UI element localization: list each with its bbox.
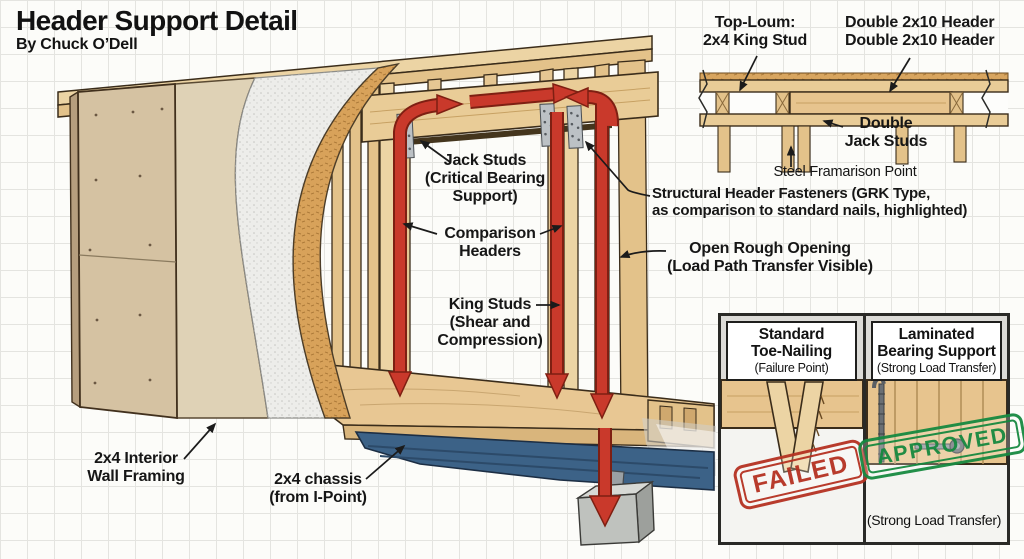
label-comparison-headers: Comparison Headers xyxy=(444,225,536,260)
strong-load-transfer-caption: (Strong Load Transfer) xyxy=(866,512,1002,528)
label-structural-fasteners: Structural Header Fasteners (GRK Type, a… xyxy=(652,185,968,219)
label-open-rough-opening: Open Rough Opening (Load Path Transfer V… xyxy=(667,240,873,275)
leader-lines xyxy=(183,55,911,480)
comparison-panel: Standard Toe-Nailing (Failure Point) Lam… xyxy=(718,313,1024,545)
toe-nailing-split-boards xyxy=(766,381,824,473)
section-inset-drawing xyxy=(698,69,1009,173)
drywall-panel xyxy=(69,83,178,420)
through-bolt xyxy=(914,438,965,454)
label-king-studs: King Studs (Shear and Compression) xyxy=(437,296,543,349)
label-jack-studs: Jack Studs (Critical Bearing Support) xyxy=(424,152,546,205)
panel-divider xyxy=(863,316,866,542)
label-interior-wall-framing: 2x4 Interior Wall Framing xyxy=(87,450,185,485)
byline: By Chuck O’Dell xyxy=(16,36,138,54)
label-chassis: 2x4 chassis (from I-Point) xyxy=(269,471,367,506)
cutaway-layers xyxy=(174,62,401,419)
page-title: Header Support Detail xyxy=(16,5,298,36)
label-double-jack-studs: Double Jack Studs xyxy=(844,115,928,150)
concrete-pier xyxy=(575,480,655,546)
label-top-loum: Top-Loum: 2x4 King Stud xyxy=(690,14,820,50)
laminated-support-title: Laminated Bearing Support (Strong Load T… xyxy=(871,321,1002,382)
label-double-headers: Double 2x10 Header Double 2x10 Header xyxy=(845,14,995,49)
title-block: Header Support Detail By Chuck O’Dell xyxy=(16,5,298,54)
label-king-stud-inset: 2x4 King Stud xyxy=(702,31,808,49)
panel-artwork xyxy=(721,316,1007,542)
label-steel-point: Steel Framarison Point xyxy=(773,164,917,180)
standard-toe-nailing-title: Standard Toe-Nailing (Failure Point) xyxy=(726,321,857,382)
load-path-arrows xyxy=(387,82,622,528)
